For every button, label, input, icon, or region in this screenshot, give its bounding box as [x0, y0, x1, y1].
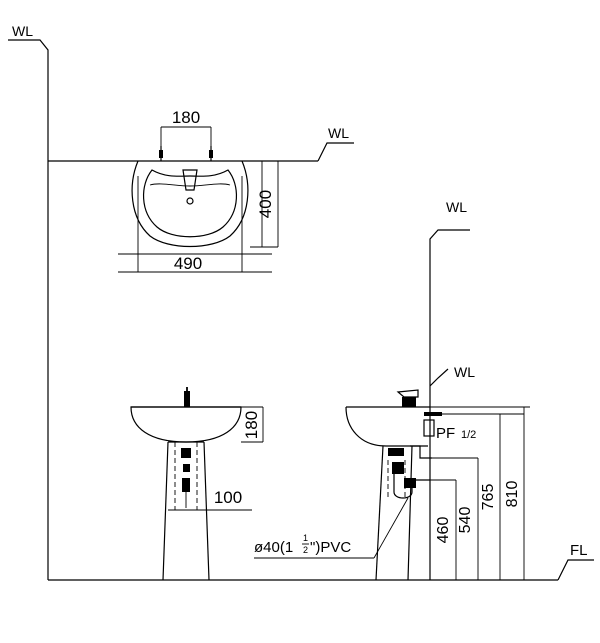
- wl-label-basin-top: WL: [328, 125, 349, 141]
- basin-side-view: [345, 229, 524, 581]
- pvc-prefix: ø40(1: [254, 539, 293, 556]
- dim-pedestal-width: 100: [214, 488, 242, 507]
- dim-front-height: 180: [242, 411, 261, 439]
- pvc-leader: [254, 497, 409, 559]
- dimension-front-height: [241, 406, 264, 443]
- fl-label: FL: [570, 542, 588, 559]
- dimension-tap-spacing: [160, 126, 212, 146]
- pf-size-label: 1/2: [461, 429, 476, 441]
- basin-front-view: [130, 387, 242, 581]
- dim-460: 460: [435, 517, 452, 544]
- wl-label-side-riser: WL: [446, 199, 467, 215]
- dim-540: 540: [457, 507, 474, 534]
- wl-label-top-left: WL: [12, 23, 33, 39]
- side-dimension-lines: [430, 406, 530, 580]
- wl-label-side-basin: WL: [454, 364, 475, 380]
- dim-765: 765: [480, 484, 497, 511]
- dim-basin-depth: 400: [256, 190, 275, 218]
- pf-label: PF: [436, 425, 455, 442]
- pvc-frac-den: 2: [303, 545, 308, 555]
- dimension-basin-depth: [250, 160, 279, 248]
- dimension-basin-width: [118, 176, 272, 273]
- pvc-suffix: ")PVC: [310, 539, 351, 556]
- dim-tap-spacing: 180: [172, 108, 200, 127]
- pvc-frac-num: 1: [303, 533, 308, 543]
- dim-810: 810: [504, 481, 521, 508]
- wall-and-floor: [8, 39, 594, 581]
- dim-basin-width: 490: [174, 254, 202, 273]
- basin-top-view: [48, 142, 354, 248]
